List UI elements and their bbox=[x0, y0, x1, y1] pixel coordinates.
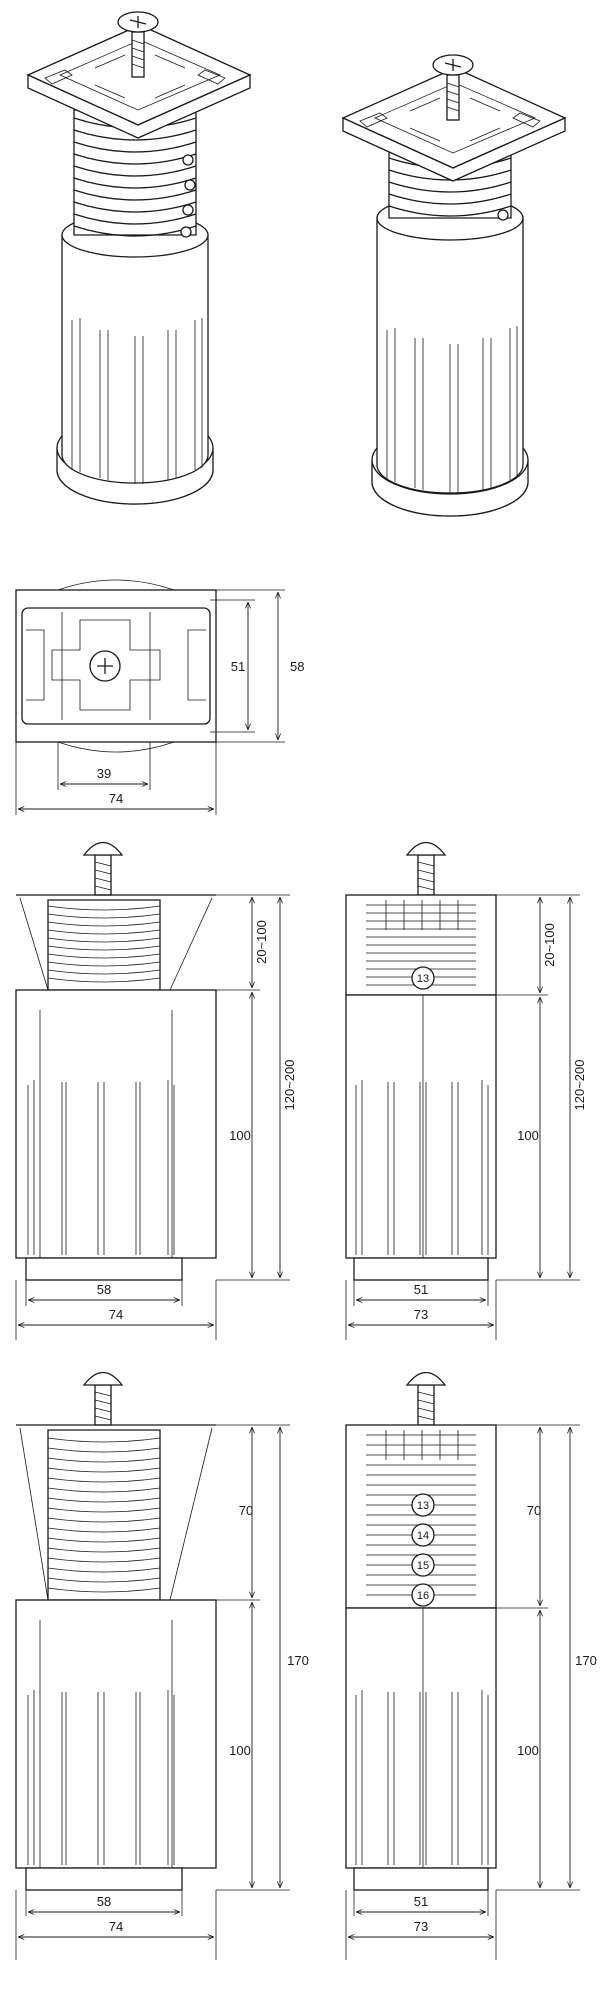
dim-b-top: 20~100 bbox=[542, 923, 557, 967]
dim-d-width: 73 bbox=[414, 1919, 428, 1934]
ring-label-b: 13 bbox=[417, 973, 429, 985]
dim-c-base: 58 bbox=[97, 1894, 111, 1909]
elevation-b: 13 20~100 120~200 100 51 73 bbox=[345, 841, 587, 1340]
dim-d-top: 70 bbox=[527, 1503, 541, 1518]
dim-top-51: 51 bbox=[231, 659, 245, 674]
isometric-foot-compact bbox=[341, 54, 567, 517]
ring-label-d-2: 15 bbox=[417, 1560, 429, 1572]
elevation-c: 70 170 100 58 74 bbox=[15, 1371, 309, 1960]
dim-c-top: 70 bbox=[239, 1503, 253, 1518]
ring-label-d-3: 16 bbox=[417, 1590, 429, 1602]
thread-c bbox=[47, 1437, 161, 1593]
dim-a-body: 100 bbox=[229, 1128, 251, 1143]
dim-b-width: 73 bbox=[414, 1307, 428, 1322]
dim-c-total: 170 bbox=[287, 1653, 309, 1668]
dim-top-39: 39 bbox=[97, 766, 111, 781]
dim-top-58: 58 bbox=[290, 659, 304, 674]
dim-d-base: 51 bbox=[414, 1894, 428, 1909]
isometric-foot-extended bbox=[26, 11, 252, 505]
dim-a-total: 120~200 bbox=[282, 1060, 297, 1111]
dim-c-body: 100 bbox=[229, 1743, 251, 1758]
elevation-a: 20~100 120~200 100 58 74 bbox=[15, 841, 297, 1340]
dim-b-body: 100 bbox=[517, 1128, 539, 1143]
ring-label-d-1: 14 bbox=[417, 1530, 429, 1542]
dim-b-base: 51 bbox=[414, 1282, 428, 1297]
dim-top-74: 74 bbox=[109, 791, 123, 806]
dim-c-width: 74 bbox=[109, 1919, 123, 1934]
dim-a-width: 74 bbox=[109, 1307, 123, 1322]
top-view: 51 58 39 74 bbox=[15, 579, 304, 815]
elevation-d: 13 14 15 16 70 170 100 51 73 bbox=[345, 1371, 597, 1960]
dim-d-body: 100 bbox=[517, 1743, 539, 1758]
dim-a-top: 20~100 bbox=[254, 920, 269, 964]
dim-a-base: 58 bbox=[97, 1282, 111, 1297]
thread-a bbox=[47, 905, 161, 983]
dim-b-total: 120~200 bbox=[572, 1060, 587, 1111]
thread-b bbox=[366, 900, 476, 986]
ring-label-d-0: 13 bbox=[417, 1500, 429, 1512]
dim-d-total: 170 bbox=[575, 1653, 597, 1668]
